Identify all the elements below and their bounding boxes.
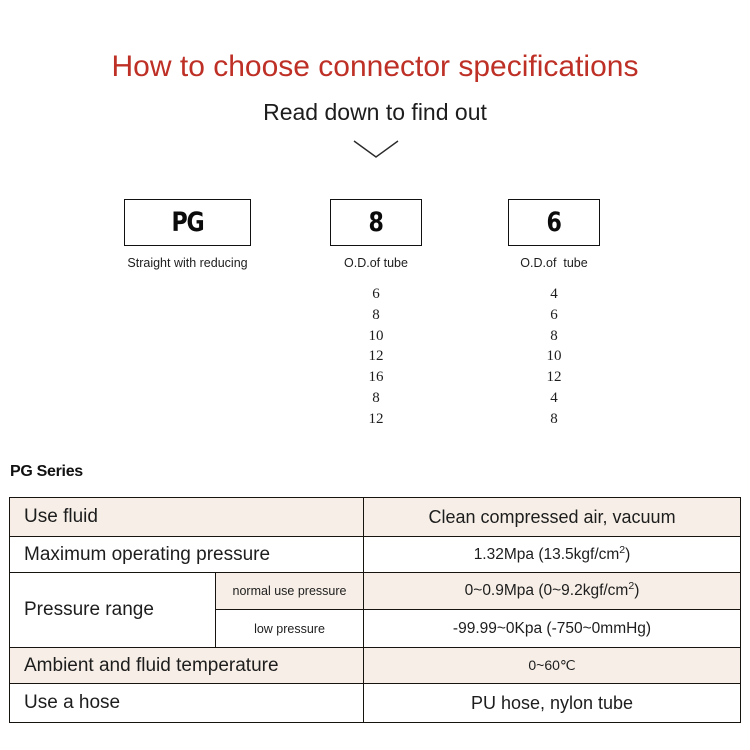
option-value: 8 [550, 410, 558, 427]
option-value: 8 [550, 327, 558, 344]
code-box-series-text: PG [171, 207, 205, 238]
table-row: Maximum operating pressure 1.32Mpa (13.5… [8, 536, 742, 573]
chevron-down-icon [352, 138, 400, 160]
spec-label-use-a-hose: Use a hose [8, 683, 365, 723]
table-row: Ambient and fluid temperature 0~60℃ [8, 647, 742, 684]
spec-value-max-operating-pressure: 1.32Mpa (13.5kgf/cm2) [363, 536, 742, 573]
value-superscript: 2 [628, 579, 635, 592]
spec-value-normal-use-pressure: 0~0.9Mpa (0~9.2kgf/cm2) [363, 572, 742, 610]
option-value: 12 [546, 369, 562, 386]
value-prefix: 1.32Mpa (13.5kgf/cm [473, 545, 620, 563]
code-box-size-2[interactable]: 6 [508, 199, 600, 246]
option-value: 8 [372, 389, 380, 406]
table-row: Use a hose PU hose, nylon tube [8, 683, 742, 723]
option-value: 16 [368, 369, 384, 386]
option-column-second-tube-size: 4 6 8 10 12 4 8 [494, 284, 614, 430]
spec-value-ambient-fluid-temperature: 0~60℃ [363, 647, 742, 684]
table-row: Use fluid Clean compressed air, vacuum [8, 497, 742, 537]
specification-table: Use fluid Clean compressed air, vacuum M… [8, 497, 742, 723]
value-superscript: 2 [619, 543, 626, 556]
option-value: 12 [368, 410, 384, 427]
option-value: 6 [550, 306, 558, 323]
code-box-size-1-caption: O.D.of tube [344, 256, 408, 270]
spec-value-use-fluid: Clean compressed air, vacuum [363, 497, 742, 537]
option-value: 4 [550, 286, 558, 302]
code-box-series-caption: Straight with reducing [127, 256, 248, 270]
spec-label-use-fluid: Use fluid [8, 497, 365, 537]
series-label: PG Series [10, 463, 83, 480]
spec-sublabel-normal-use-pressure: normal use pressure [214, 572, 365, 610]
code-box-size-1-text: 8 [368, 207, 384, 238]
spec-label-pressure-range: Pressure range [9, 572, 216, 648]
value-suffix: ) [625, 545, 631, 563]
value-prefix: 0~0.9Mpa (0~9.2kgf/cm [464, 582, 629, 599]
option-value: 8 [372, 306, 380, 323]
page-title: How to choose connector specifications [111, 50, 639, 83]
value-suffix: ) [634, 582, 640, 599]
code-box-size-1[interactable]: 8 [330, 199, 422, 246]
option-value: 6 [372, 286, 380, 302]
spec-label-max-operating-pressure: Maximum operating pressure [8, 536, 365, 573]
option-column-first-tube-size: 6 8 10 12 16 8 12 [316, 284, 436, 430]
code-box-size-2-text: 6 [546, 207, 562, 238]
spec-sublabel-low-pressure: low pressure [214, 609, 365, 648]
option-value: 4 [550, 389, 558, 406]
option-value: 12 [368, 348, 384, 365]
page-subtitle: Read down to find out [263, 99, 487, 125]
code-box-series[interactable]: PG [124, 199, 251, 246]
table-row: Pressure range normal use pressure 0~0.9… [9, 572, 742, 648]
code-box-size-2-caption: O.D.of tube [520, 256, 588, 270]
option-value: 10 [546, 348, 562, 365]
option-value: 10 [368, 327, 384, 344]
spec-value-use-a-hose: PU hose, nylon tube [363, 683, 742, 723]
spec-label-ambient-fluid-temperature: Ambient and fluid temperature [8, 647, 365, 684]
spec-value-low-pressure: -99.99~0Kpa (-750~0mmHg) [363, 609, 742, 648]
